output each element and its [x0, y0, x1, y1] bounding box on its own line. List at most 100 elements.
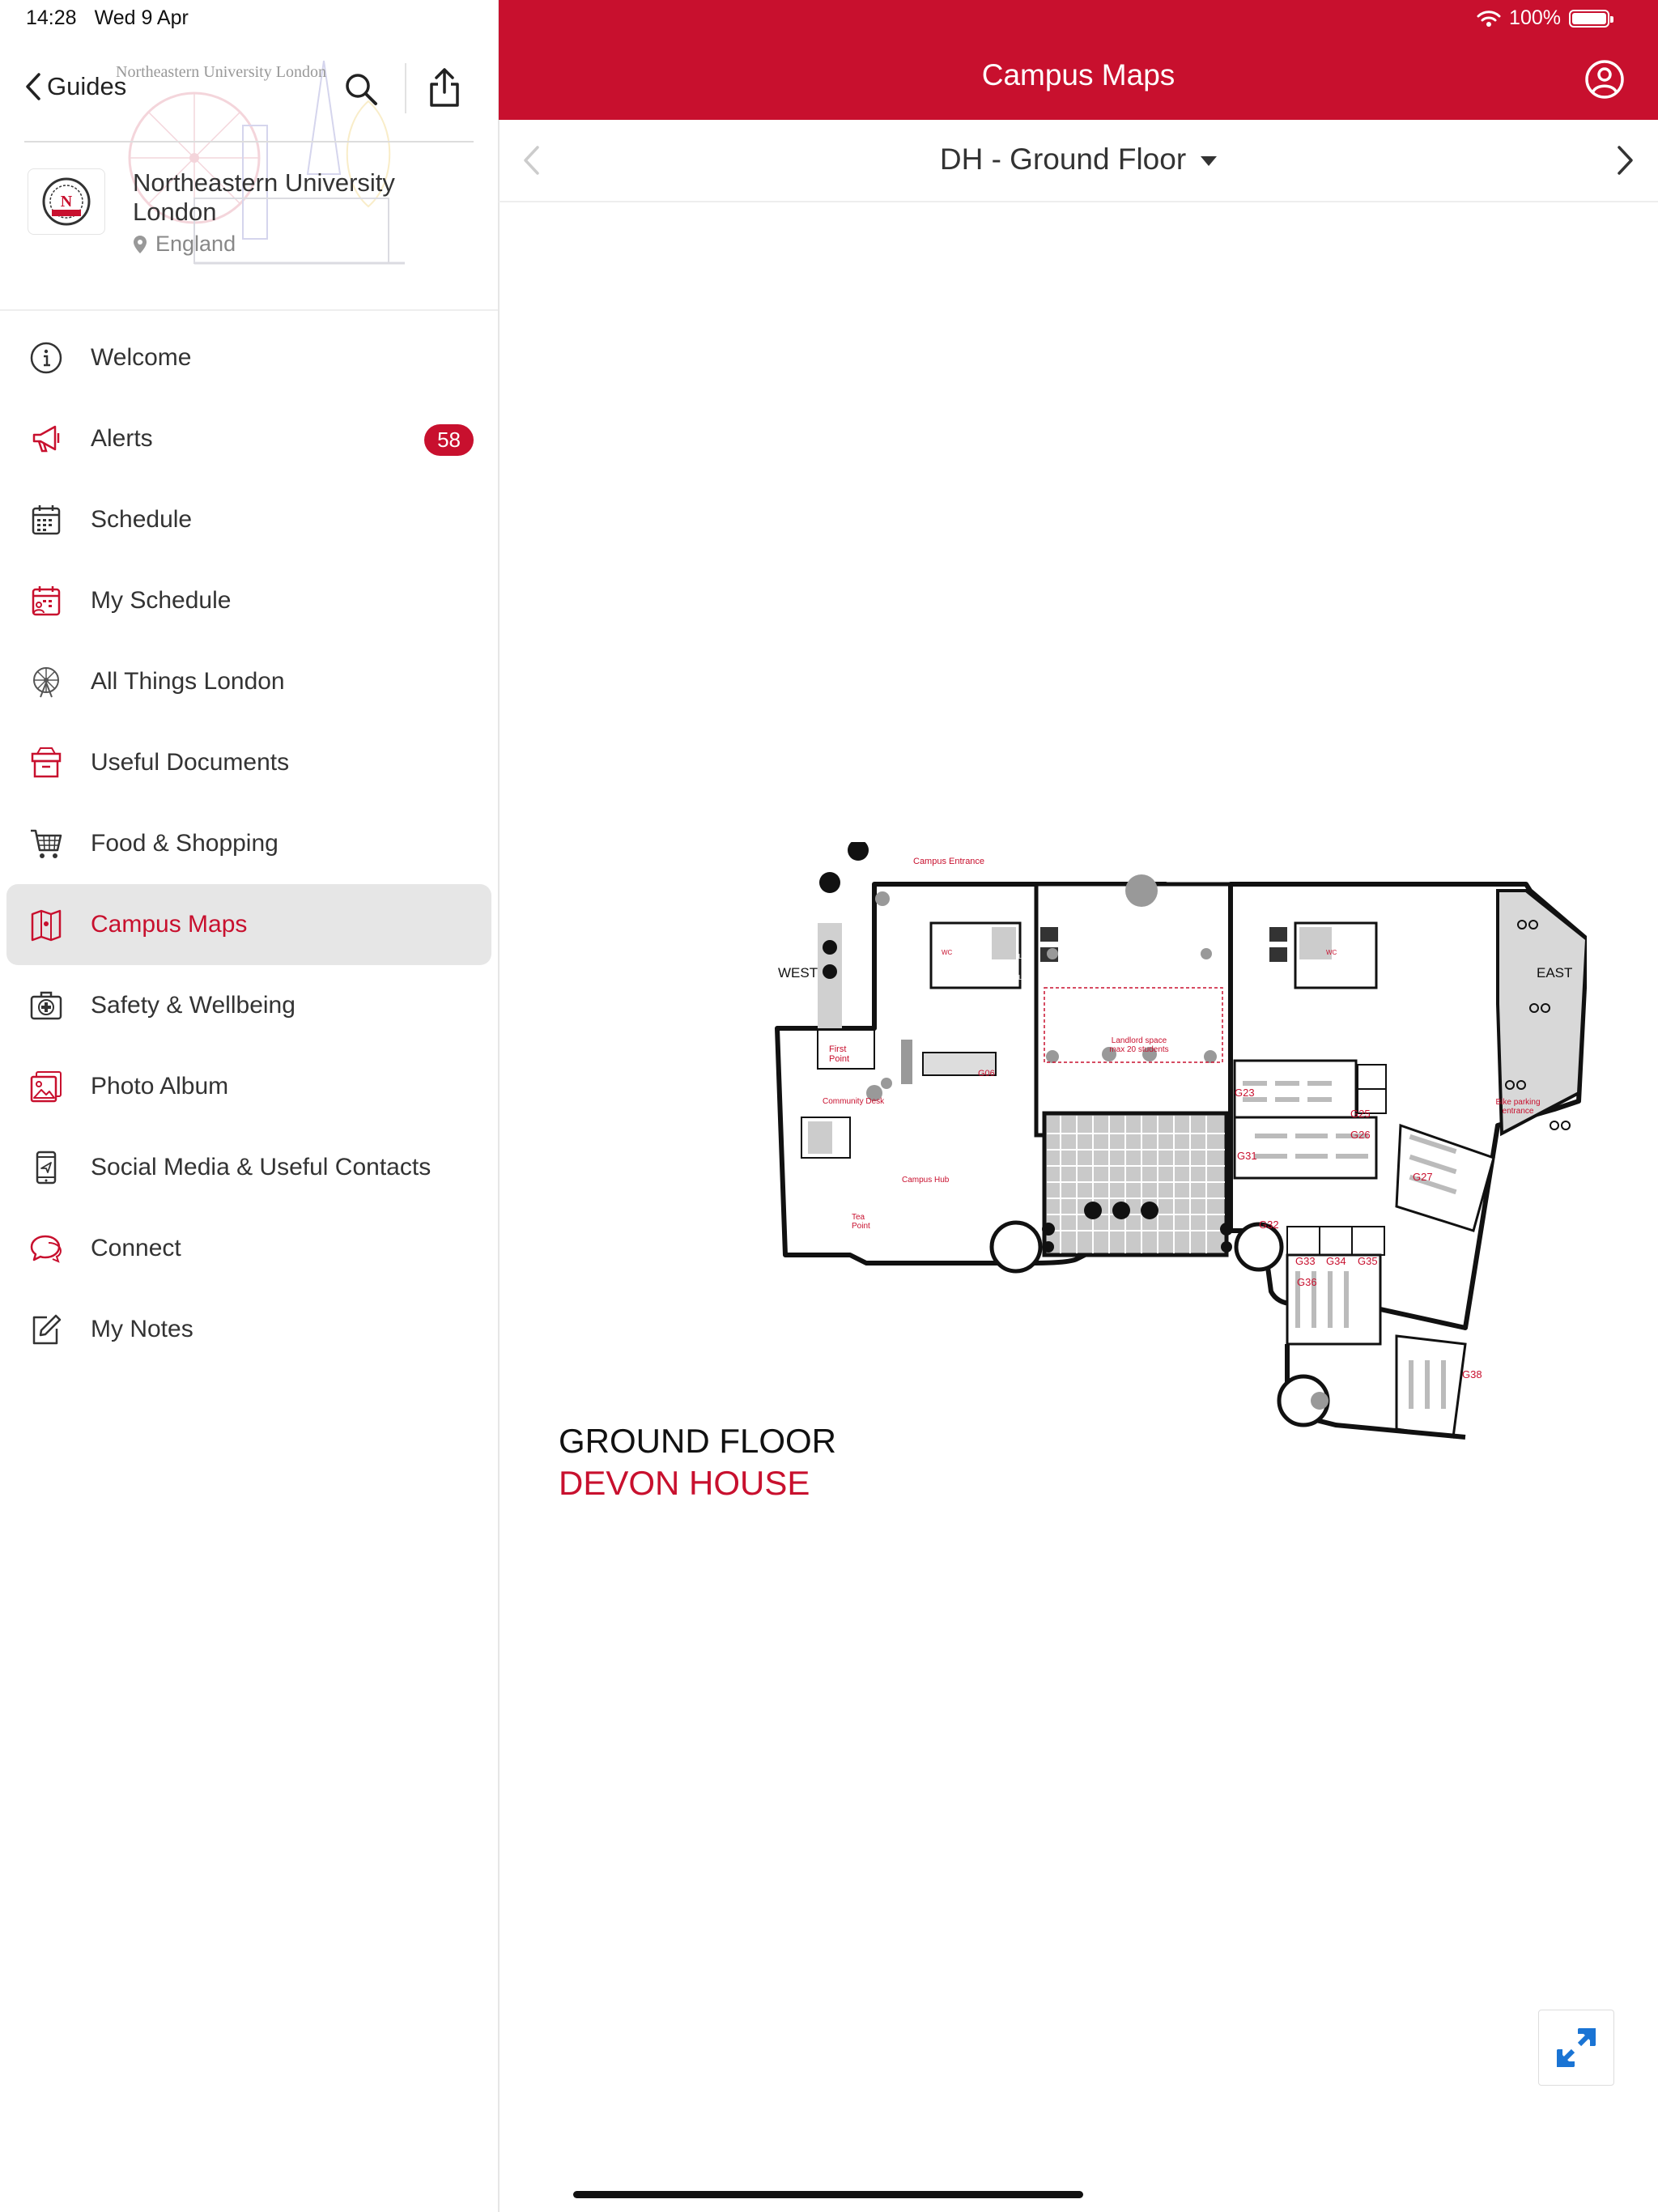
seating-grid — [1047, 1116, 1225, 1253]
organisation-location: England — [133, 232, 236, 257]
room-g33 — [1286, 1226, 1320, 1256]
room-label-g27: G27 — [1413, 1171, 1433, 1183]
floor-dropdown-label: DH - Ground Floor — [939, 143, 1187, 176]
sidebar-item-photo-album[interactable]: Photo Album — [0, 1046, 498, 1127]
sidebar-item-my-notes[interactable]: My Notes — [0, 1289, 498, 1370]
room-g38 — [1395, 1334, 1467, 1439]
chevron-right-icon — [1618, 146, 1633, 175]
sidebar-item-schedule[interactable]: Schedule — [0, 479, 498, 560]
room-label-g06: G06 — [978, 1069, 995, 1078]
sidebar-item-connect[interactable]: Connect — [0, 1208, 498, 1289]
photo-icon — [30, 1071, 62, 1103]
room-label-g25: G25 — [1350, 1108, 1371, 1120]
sidebar-item-safety-wellbeing[interactable]: Safety & Wellbeing — [0, 965, 498, 1046]
wifi-icon — [1477, 10, 1501, 27]
sidebar-item-alerts[interactable]: Alerts 58 — [0, 398, 498, 479]
sidebar-item-label: Welcome — [91, 344, 192, 371]
archive-box-icon — [31, 747, 62, 778]
battery-percentage: 100% — [1509, 6, 1561, 29]
sidebar-item-my-schedule[interactable]: My Schedule — [0, 560, 498, 641]
previous-floor-button[interactable] — [521, 144, 541, 181]
sidebar-item-label: Food & Shopping — [91, 830, 278, 857]
info-icon — [30, 342, 62, 374]
back-button[interactable]: Guides — [24, 71, 126, 102]
room-label-g32: G32 — [1259, 1219, 1279, 1231]
map-label-campus-entrance: Campus Entrance — [913, 857, 985, 866]
classroom-desks — [1243, 1081, 1457, 1409]
first-aid-icon — [30, 991, 62, 1020]
back-label: Guides — [47, 72, 127, 100]
fullscreen-button[interactable] — [1538, 2010, 1614, 2086]
map-label-campus-hub: Campus Hub — [902, 1176, 950, 1185]
map-building-name: DEVON HOUSE — [559, 1464, 810, 1502]
calendar-person-icon — [32, 586, 61, 616]
cart-icon — [31, 829, 62, 858]
floor-selector-bar: DH - Ground Floor — [499, 120, 1658, 202]
sidebar-item-label: Alerts — [91, 425, 153, 452]
status-bar-left: 14:28 Wed 9 Apr — [26, 6, 189, 30]
sidebar-item-all-things-london[interactable]: All Things London — [0, 641, 498, 722]
phone-icon — [36, 1151, 57, 1185]
sidebar-item-label: All Things London — [91, 668, 285, 695]
sidebar-item-social-media[interactable]: Social Media & Useful Contacts — [0, 1127, 498, 1208]
sidebar-item-label: Schedule — [91, 506, 193, 533]
g06-block — [922, 1052, 997, 1076]
megaphone-icon — [32, 425, 60, 453]
map-floor-heading: GROUND FLOOR — [559, 1422, 837, 1460]
map-icon — [31, 909, 62, 942]
sidebar-item-label: Useful Documents — [91, 749, 290, 776]
status-time: 14:28 — [26, 6, 77, 29]
map-label-west: WEST — [778, 965, 818, 981]
lift-east-2 — [1269, 947, 1287, 962]
caret-down-icon — [1201, 156, 1218, 167]
crest-icon: N — [42, 177, 91, 226]
alerts-count-badge: 58 — [424, 424, 474, 456]
map-label-community-desk: Community Desk — [823, 1097, 885, 1106]
location-label: England — [155, 232, 236, 256]
sidebar-item-label: My Notes — [91, 1316, 193, 1342]
calendar-icon — [32, 505, 61, 535]
room-g25 — [1357, 1064, 1387, 1090]
note-edit-icon — [32, 1314, 62, 1345]
search-button[interactable] — [343, 71, 379, 111]
sidebar-item-label: Social Media & Useful Contacts — [91, 1154, 432, 1180]
sidebar-item-useful-documents[interactable]: Useful Documents — [0, 722, 498, 803]
bike-parking-area — [1496, 889, 1587, 1137]
london-eye-icon — [33, 667, 59, 698]
sidebar-item-campus-maps[interactable]: Campus Maps — [0, 884, 498, 965]
rotunda-g32 — [1234, 1222, 1284, 1272]
floor-plan-map[interactable] — [769, 842, 1587, 1457]
map-label-landlord-space: Landlord space max 20 students — [1109, 1036, 1169, 1054]
lift-label-2: LIFT — [1018, 974, 1032, 981]
room-g31 — [1233, 1116, 1378, 1180]
lift-east-1 — [1269, 927, 1287, 942]
expand-icon — [1557, 2028, 1596, 2067]
app-header: Campus Maps — [499, 0, 1658, 120]
sidebar-item-welcome[interactable]: Welcome — [0, 317, 498, 398]
page-title: Campus Maps — [981, 58, 1175, 91]
sidebar-item-food-shopping[interactable]: Food & Shopping — [0, 803, 498, 884]
status-bar-right: 100% — [1477, 6, 1613, 30]
chat-bubbles-icon — [30, 1235, 62, 1263]
floor-dropdown[interactable]: DH - Ground Floor — [499, 143, 1658, 177]
chevron-left-icon — [26, 73, 40, 100]
next-floor-button[interactable] — [1616, 144, 1635, 181]
header-divider — [24, 141, 474, 143]
lift-label-4: LIFT — [1245, 974, 1259, 981]
room-g26 — [1357, 1088, 1387, 1114]
london-skyline-watermark — [128, 60, 405, 265]
sidebar-nav: Welcome Alerts 58 Schedule My Schedule A… — [0, 317, 498, 1370]
user-circle-icon — [1585, 60, 1624, 99]
room-g27 — [1395, 1123, 1495, 1232]
lift-label-1: LIFT — [1018, 953, 1032, 960]
sidebar: Northeastern University London Guides N … — [0, 0, 500, 2212]
room-label-g34: G34 — [1326, 1255, 1346, 1267]
sidebar-item-label: Safety & Wellbeing — [91, 992, 295, 1019]
map-label-first-point: First Point — [829, 1044, 850, 1064]
profile-button[interactable] — [1584, 58, 1626, 104]
share-button[interactable] — [427, 66, 461, 113]
sidebar-item-label: Campus Maps — [91, 911, 248, 938]
share-icon — [430, 68, 459, 107]
map-label-bike-parking: Bike parking entrance — [1495, 1098, 1541, 1116]
room-g35 — [1351, 1226, 1385, 1256]
